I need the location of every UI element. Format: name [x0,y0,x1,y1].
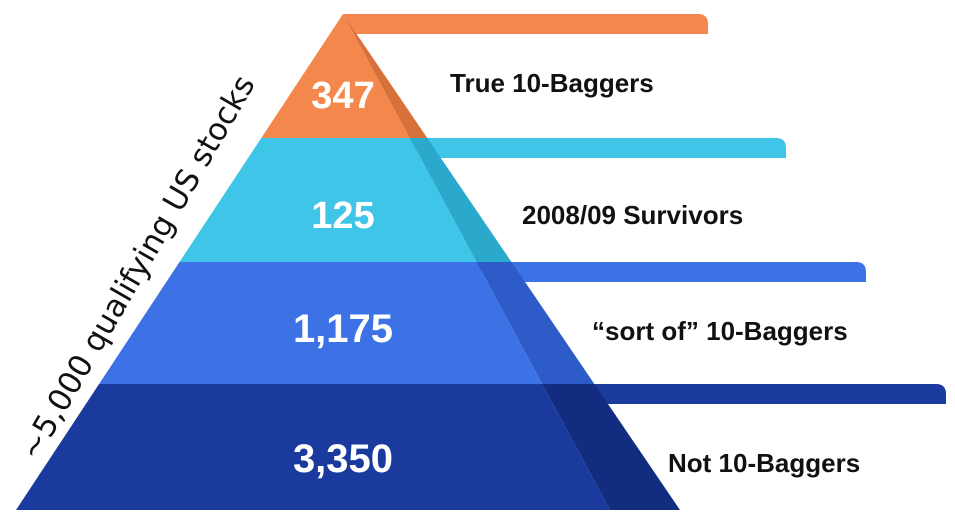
pyramid-side-4 [542,384,680,510]
pyramid [16,14,610,510]
ribbon-tier-4 [534,384,946,404]
pyramid-band-4 [16,384,610,510]
tier-1-count: 347 [311,75,374,117]
tier-4-label: Not 10-Baggers [668,448,860,478]
pyramid-side-1 [343,14,428,138]
pyramid-side [343,14,680,510]
pyramid-band-2 [179,138,477,262]
ribbon-tier-3 [451,262,866,282]
pyramid-side-3 [476,262,595,384]
tier-2-count: 125 [311,195,374,237]
tier-2-label: 2008/09 Survivors [522,200,743,230]
tier-3-count: 1,175 [293,307,393,351]
pyramid-band-1 [261,14,410,138]
tier-4-count: 3,350 [293,437,393,481]
tier-3-label: “sort of” 10-Baggers [592,316,848,346]
ribbon-tier-1 [343,14,708,34]
ribbon-tier-2 [367,138,786,158]
tier-1-label: True 10-Baggers [450,68,654,98]
pyramid-band-3 [99,262,543,384]
pyramid-side-2 [409,138,512,262]
ribbons [343,14,946,404]
